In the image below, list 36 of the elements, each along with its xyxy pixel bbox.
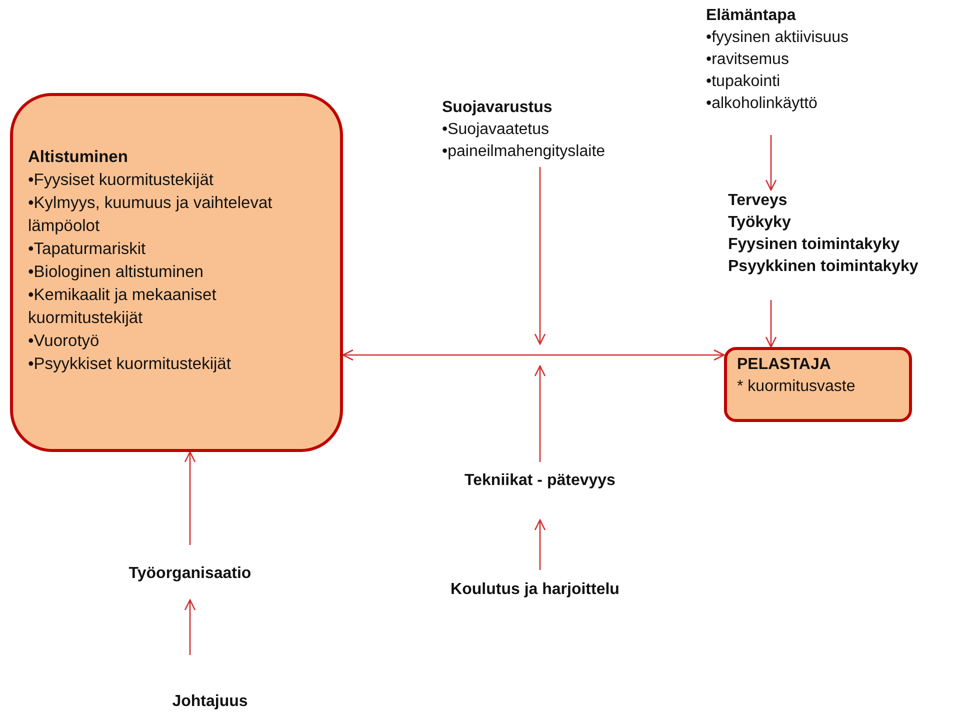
label-text: Työkyky <box>728 213 791 233</box>
label-text: Koulutus ja harjoittelu <box>450 580 620 600</box>
list-item: •Suojavaatetus <box>442 120 550 140</box>
rounded-box <box>10 93 343 452</box>
box-heading: PELASTAJA <box>737 355 831 375</box>
list-item: •Fyysiset kuormitustekijät <box>28 170 214 191</box>
label-text: Työorganisaatio <box>128 564 252 584</box>
box-heading: Altistuminen <box>28 147 128 168</box>
list-item: •Kylmyys, kuumuus ja vaihtelevat lämpöolot <box>28 193 274 237</box>
list-item: •Vuorotyö <box>28 331 100 352</box>
list-item: •fyysinen aktiivisuus <box>706 28 849 48</box>
list-item: •alkoholinkäyttö <box>706 94 818 114</box>
arrow <box>765 135 777 191</box>
arrow <box>534 365 546 462</box>
list-item: •ravitsemus <box>706 50 789 70</box>
label-text: Johtajuus <box>172 692 248 712</box>
rounded-box <box>724 347 912 422</box>
label-text: Psyykkinen toimintakyky <box>728 257 918 277</box>
arrow <box>765 300 777 348</box>
box-heading: Suojavarustus <box>442 98 552 118</box>
arrow <box>184 451 196 545</box>
list-item: •paineilmahengityslaite <box>442 142 606 162</box>
list-item: •Kemikaalit ja mekaaniset kuormitustekijät <box>28 285 218 329</box>
label-text: Tekniikat - pätevyys <box>464 471 616 491</box>
list-item: •tupakointi <box>706 72 780 92</box>
arrow <box>534 519 546 570</box>
label-text: Fyysinen toimintakyky <box>728 235 900 255</box>
label-text: Terveys <box>728 191 788 211</box>
list-item: * kuormitusvaste <box>737 377 856 397</box>
arrow <box>184 599 196 655</box>
list-item: •Biologinen altistuminen <box>28 262 204 283</box>
arrow <box>342 349 725 361</box>
list-item: •Psyykkiset kuormitustekijät <box>28 354 231 375</box>
arrow <box>534 167 546 345</box>
list-item: •Tapaturmariskit <box>28 239 146 260</box>
box-heading: Elämäntapa <box>706 6 796 26</box>
